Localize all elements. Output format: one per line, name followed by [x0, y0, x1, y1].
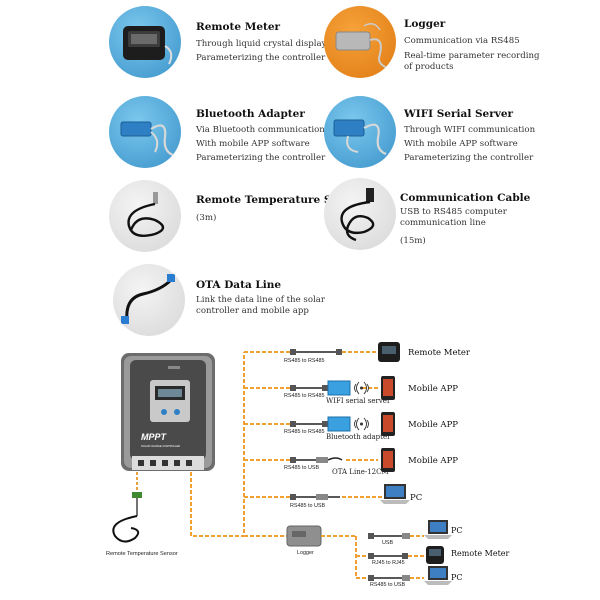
adapter-label-row4: OTA Line-12CM: [332, 468, 389, 476]
adapter-label-row3: Bluetooth adapter: [326, 433, 391, 441]
laptop-3: [424, 566, 452, 585]
logger-cable-label-1: USB: [382, 540, 394, 546]
logger-device-label-3: PC: [451, 573, 463, 582]
device-label-row3: Mobile APP: [408, 420, 459, 430]
remote-meter-device-2: [426, 546, 444, 564]
bluetooth-adapter-title: Bluetooth Adapter: [196, 108, 305, 120]
remote-meter-image: [109, 6, 181, 78]
remote-meter-title: Remote Meter: [196, 21, 281, 33]
mobile-phone-1: [381, 376, 395, 400]
temperature-sensor-label: Remote Temperature Sensor: [106, 551, 178, 557]
temperature-sensor-title: Remote Temperature Sensor: [196, 194, 365, 206]
logger-cable-label-3: RS485 to USB: [370, 582, 406, 588]
communication-cable-title: Communication Cable: [400, 192, 531, 204]
cable-label-row4: RS485 to USB: [284, 465, 320, 471]
logger-desc: Communication via RS485 Real-time parame…: [404, 36, 540, 72]
ota-data-line-title: OTA Data Line: [196, 279, 282, 291]
temperature-sensor-desc: (3m): [196, 213, 217, 223]
laptop-2: [424, 520, 452, 539]
temperature-sensor-image: [109, 180, 181, 252]
wifi-serial-server-title: WIFI Serial Server: [404, 108, 514, 120]
cable-label-row2: RS485 to RS485: [284, 393, 325, 399]
cable-label-row1: RS485 to RS485: [284, 358, 325, 364]
controller-subtitle: SOLAR CHARGE CONTROLLER: [141, 444, 180, 448]
logger-device-label-2: Remote Meter: [451, 549, 510, 558]
logger-title: Logger: [404, 18, 446, 30]
controller-brand: MPPT: [141, 432, 168, 442]
cable-label-row3: RS485 to RS485: [284, 429, 325, 435]
remote-meter-device-1: [378, 342, 400, 362]
logger-cable-label-2: RJ45 to RJ45: [372, 560, 405, 566]
ota-data-line-image: [113, 264, 185, 336]
mobile-phone-2: [381, 412, 395, 436]
mppt-controller: [121, 353, 215, 471]
bluetooth-adapter-image: [109, 96, 181, 168]
device-label-row1: Remote Meter: [408, 348, 470, 358]
logger-image: [324, 6, 396, 78]
cable-label-row5: RS485 to USB: [290, 503, 326, 509]
logger-device: [286, 525, 322, 547]
device-label-row4: Mobile APP: [408, 456, 459, 466]
adapter-label-row2: WIFI serial server: [326, 397, 391, 405]
logger-label: Logger: [297, 550, 314, 556]
device-label-row2: Mobile APP: [408, 384, 459, 394]
mobile-phone-3: [381, 448, 395, 472]
laptop-1: [380, 484, 410, 504]
logger-device-label-1: PC: [451, 526, 463, 535]
device-label-row5: PC: [410, 493, 423, 503]
wifi-serial-server-image: [324, 96, 396, 168]
communication-cable-image: [324, 178, 396, 250]
